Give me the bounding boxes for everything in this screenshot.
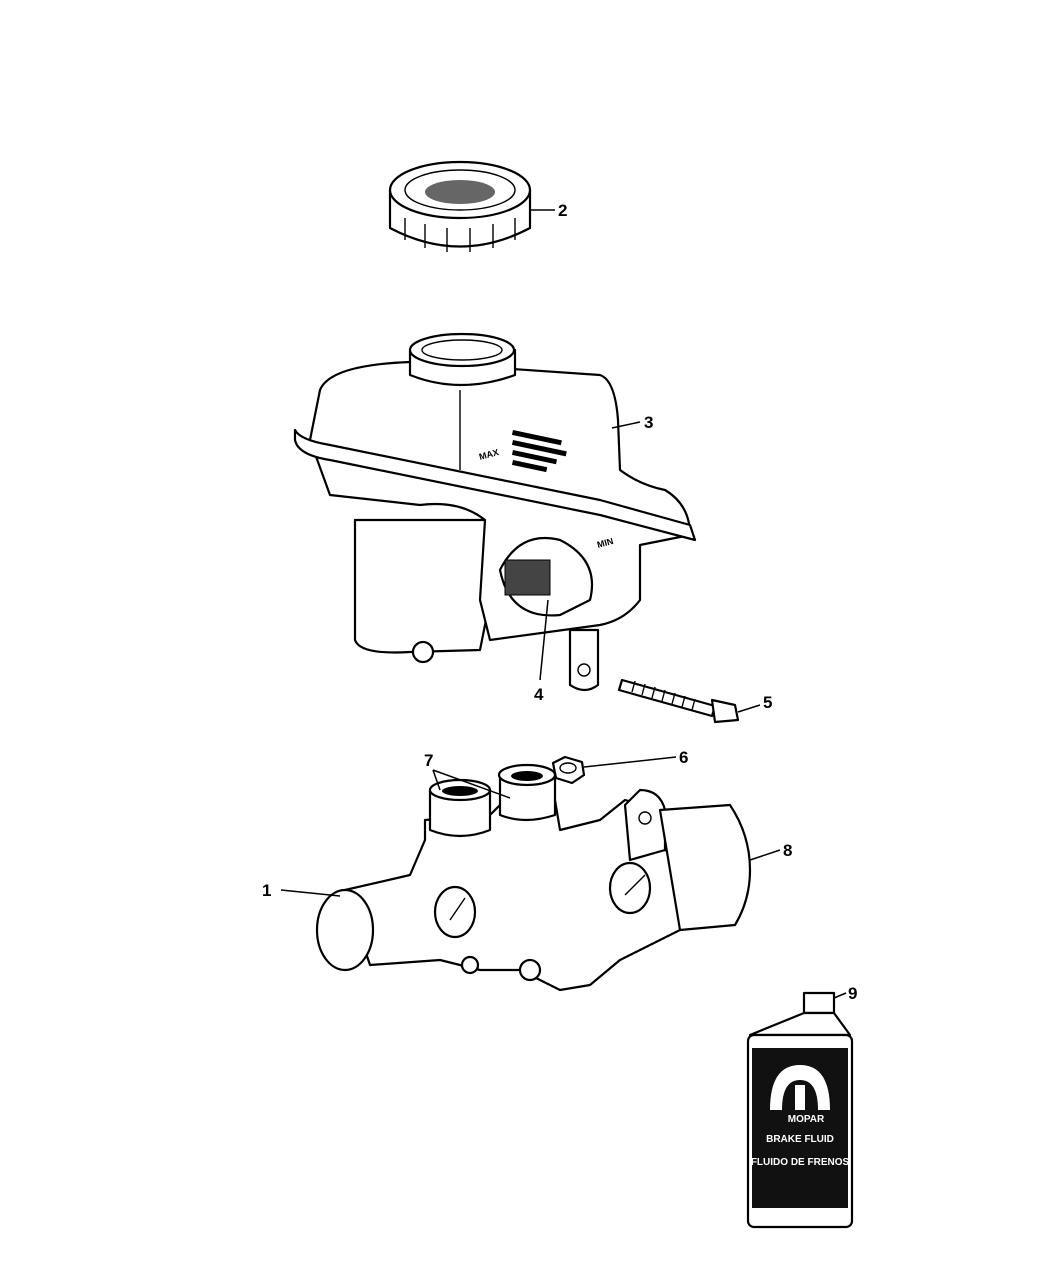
callout-4: 4 [534,685,544,704]
master-cylinder[interactable] [315,763,752,992]
min-mark: MIN [596,536,615,550]
callout-2: 2 [558,201,567,220]
callout-1: 1 [262,881,271,900]
hex-nut[interactable] [551,755,586,785]
bottle-brand: MOPAR [788,1114,825,1125]
callout-7: 7 [424,751,433,770]
fluid-reservoir[interactable]: MAX MIN [293,332,697,692]
callout-6: 6 [679,748,688,767]
callout-3: 3 [644,413,653,432]
brake-fluid-bottle[interactable]: MOPAR BRAKE FLUID FLUIDO DE FRENOS [746,991,854,1229]
callout-5: 5 [763,693,772,712]
callout-8: 8 [783,841,792,860]
mounting-bolt[interactable] [617,678,740,724]
callout-9: 9 [848,984,857,1003]
reservoir-cap[interactable] [388,160,532,252]
bottle-label-es: FLUIDO DE FRENOS [751,1157,850,1168]
bottle-label-en: BRAKE FLUID [766,1134,834,1145]
